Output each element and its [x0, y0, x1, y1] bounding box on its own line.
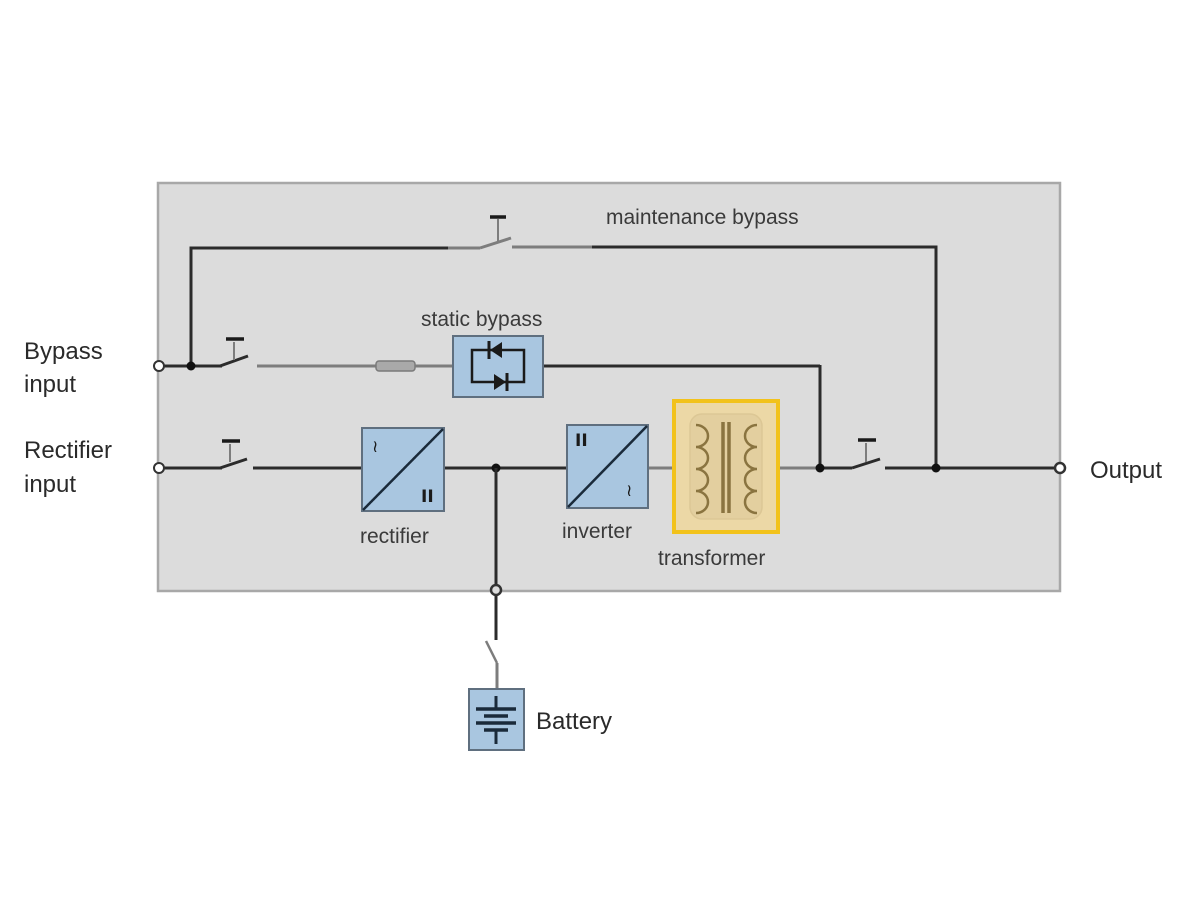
battery-label: Battery — [536, 708, 612, 735]
bypass-junction-dot — [186, 361, 196, 371]
output-switch[interactable] — [851, 438, 881, 470]
maintenance-merge-junction-dot — [931, 463, 941, 473]
battery-icon — [476, 696, 516, 744]
bypass-merge-junction-dot — [815, 463, 825, 473]
rectifier-input-label-line1: Rectifier — [24, 437, 112, 464]
thyristor-icon — [490, 342, 502, 358]
dc-symbol-icon: II — [421, 487, 434, 507]
dc-symbol-icon: II — [575, 431, 588, 451]
transformer-block[interactable] — [672, 399, 780, 534]
maintenance-bypass-label: maintenance bypass — [606, 206, 799, 229]
battery-terminal[interactable] — [489, 583, 503, 597]
maintenance-bypass-switch[interactable] — [479, 215, 512, 250]
main-path — [163, 438, 1060, 470]
rectifier-input-label-line2: input — [24, 471, 76, 498]
bypass-input-switch[interactable] — [219, 337, 249, 368]
rectifier-block[interactable]: ≀ II — [361, 427, 445, 512]
static-bypass-block[interactable] — [452, 335, 544, 398]
static-bypass-label: static bypass — [421, 308, 542, 331]
battery-branch — [484, 468, 499, 688]
bypass-input-terminal[interactable] — [153, 360, 165, 372]
output-terminal[interactable] — [1053, 461, 1067, 475]
ups-enclosure — [156, 181, 1062, 593]
bypass-input-label-line2: input — [24, 371, 76, 398]
rectifier-input-terminal[interactable] — [153, 462, 165, 474]
ac-symbol-icon: ≀ — [626, 481, 632, 501]
maintenance-bypass-path — [189, 215, 938, 468]
thyristor-icon — [494, 374, 506, 390]
output-label: Output — [1090, 457, 1162, 484]
battery-switch[interactable] — [484, 640, 499, 664]
inverter-block[interactable]: II ≀ — [566, 424, 649, 509]
rectifier-input-switch[interactable] — [219, 439, 248, 470]
inverter-label: inverter — [562, 520, 632, 543]
battery-block[interactable] — [468, 688, 525, 751]
ac-symbol-icon: ≀ — [372, 437, 378, 457]
bypass-input-label-line1: Bypass — [24, 338, 103, 365]
fuse-icon — [375, 360, 416, 372]
bypass-path — [163, 337, 822, 468]
transformer-label: transformer — [658, 547, 765, 570]
rectifier-label: rectifier — [360, 525, 429, 548]
transformer-icon — [695, 422, 758, 515]
